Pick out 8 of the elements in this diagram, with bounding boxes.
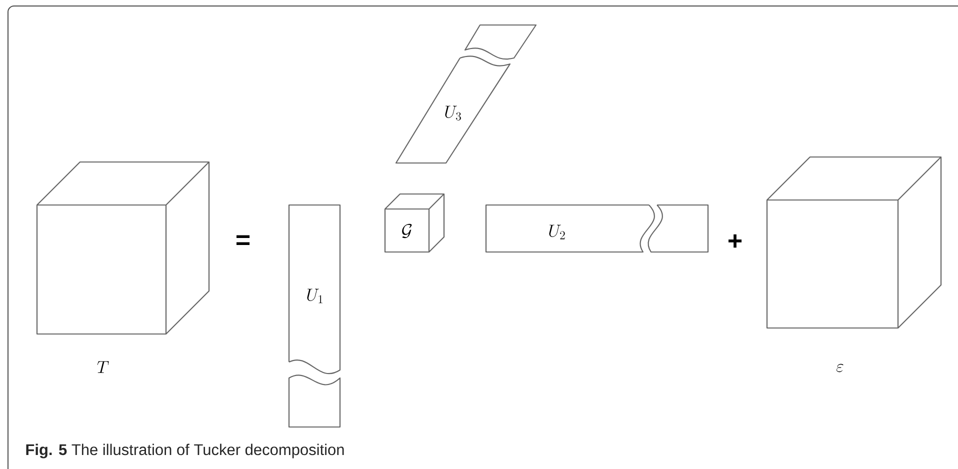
- cube-drawing: $\mathcal{G}$: [384, 193, 445, 253]
- operator-sign: +: [728, 234, 742, 248]
- node-label: $T$: [97, 361, 109, 373]
- node-label: $\varepsilon$: [836, 364, 844, 372]
- cube-drawing: $T$: [36, 161, 210, 373]
- operator-sign: =: [236, 235, 250, 246]
- cube-drawing: $\varepsilon$: [766, 156, 942, 372]
- figure-caption: Fig. 5 The illustration of Tucker decomposition: [26, 444, 344, 458]
